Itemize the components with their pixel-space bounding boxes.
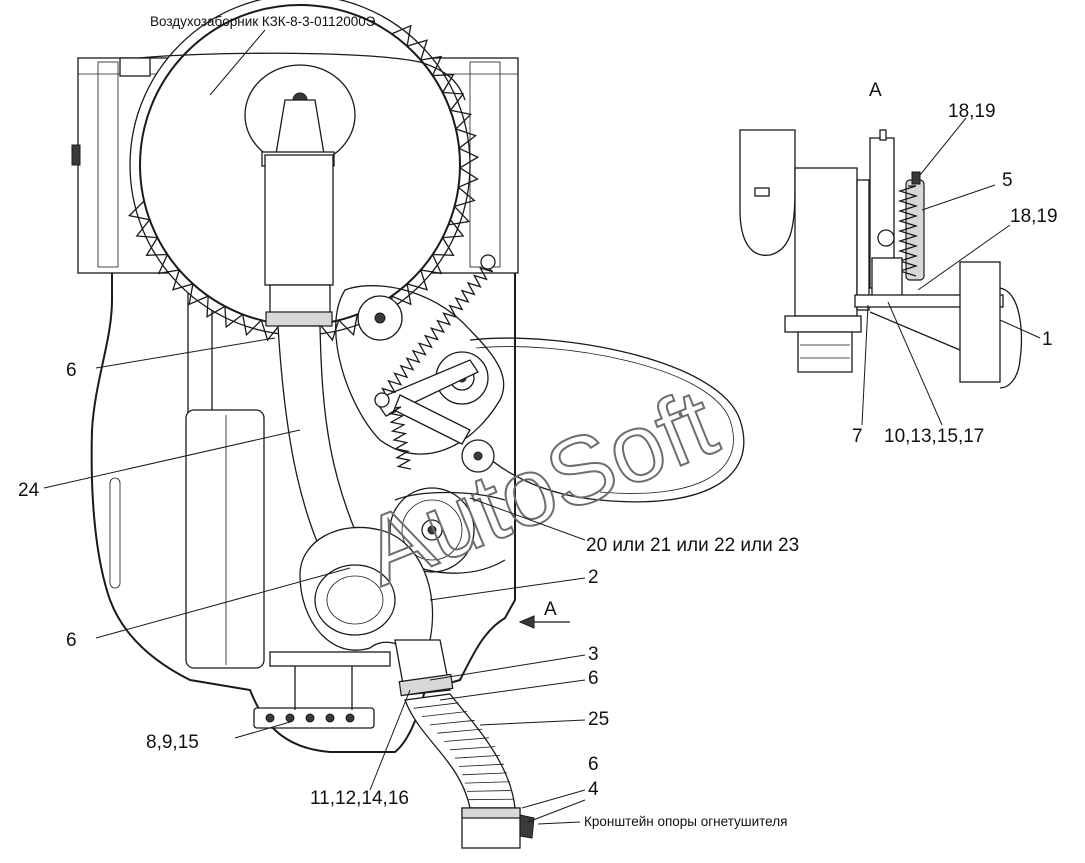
detail-pipe-bottom: [797, 331, 853, 373]
callout-6-upper: 6: [66, 360, 77, 381]
spring-coil-path: [897, 185, 919, 277]
hose-rib: [462, 772, 508, 776]
callout-25: 25: [588, 709, 609, 730]
spring-main: [381, 266, 494, 401]
hose-rib: [404, 693, 451, 701]
callout-1: 1: [1042, 329, 1053, 350]
callout-6-lower: 6: [588, 668, 599, 689]
mount-bracket: [269, 651, 391, 667]
detail-arm-top: [879, 129, 887, 141]
caption-extinguisher-bracket: Кронштейн опоры огнетушителя: [584, 814, 787, 829]
detail-spring-coils: [897, 185, 919, 277]
detail-pipe-clip: [754, 187, 770, 197]
hose-rib: [437, 728, 483, 734]
detail-bracket: [959, 261, 1001, 383]
callout-7: 7: [852, 426, 863, 447]
flexible-hose: [404, 693, 516, 809]
clamp-outlet: [398, 673, 454, 697]
callout-18-19-upper: 18,19: [948, 101, 996, 122]
title-air-intake: Воздухозаборник КЗК-8-3-0112000Э: [150, 14, 376, 29]
callout-10-13-15-17: 10,13,15,17: [884, 426, 984, 447]
callout-6-middle: 6: [66, 630, 77, 651]
detail-pivot: [877, 229, 895, 247]
callout-5: 5: [1002, 170, 1013, 191]
detail-brace: [869, 311, 961, 351]
mount-bolt: [305, 713, 315, 723]
detail-spring-hook: [911, 171, 921, 185]
detail-block: [871, 257, 903, 299]
mount-bolt: [285, 713, 295, 723]
callout-3: 3: [588, 644, 599, 665]
detail-housing: [794, 167, 858, 317]
detail-pipe-bottom-ribs: [800, 344, 850, 359]
callout-24: 24: [18, 480, 40, 501]
callout-20-21-22-23: 20 или 21 или 22 или 23: [586, 535, 799, 556]
detail-bracket-curve: [999, 287, 1023, 389]
mount-bolts: [265, 713, 355, 723]
side-panel: [185, 409, 265, 669]
hose-rib: [413, 702, 459, 709]
spring-coil-path: [387, 406, 412, 470]
callout-8-9-15: 8,9,15: [146, 732, 199, 753]
view-arrow-head: [518, 615, 535, 629]
pulley-lower-rim: [401, 499, 463, 561]
belt-long: [469, 337, 745, 503]
callout-2: 2: [588, 567, 599, 588]
hose-rib: [454, 755, 500, 759]
slot: [109, 477, 121, 589]
hose-rib: [468, 798, 514, 801]
pulley-lower-center: [427, 525, 437, 535]
callout-18-19-lower: 18,19: [1010, 206, 1058, 227]
mount-bolt: [325, 713, 335, 723]
hose-rib: [429, 719, 475, 726]
fan-inlet: [314, 564, 396, 636]
view-a-label: А: [869, 80, 882, 101]
extinguisher-bracket: [519, 814, 535, 839]
callout-11-12-14-16: 11,12,14,16: [310, 788, 409, 809]
radiator-bracket: [119, 57, 151, 77]
screen-cover-edge: [139, 52, 466, 101]
hose-rib: [464, 781, 510, 784]
housing-outline: [90, 260, 516, 753]
hose-rib: [458, 763, 505, 767]
radiator-handle: [71, 144, 81, 166]
detail-spring: [905, 179, 925, 281]
detail-flange: [856, 179, 870, 311]
spring-anchor-top: [480, 254, 496, 270]
clamp-bottom: [461, 807, 521, 819]
mount-bolt: [345, 713, 355, 723]
hose-rib: [449, 746, 495, 751]
duct-connector: [269, 284, 331, 316]
fan-inlet-inner: [326, 575, 384, 625]
radiator-side-left: [97, 61, 119, 268]
belt-long-inner: [475, 346, 734, 494]
clamp-upper: [265, 311, 333, 327]
callout-6-bottom: 6: [588, 754, 599, 775]
hose-rib: [421, 711, 468, 717]
hose-rib: [443, 737, 490, 742]
spring-coil-path: [381, 266, 494, 401]
spring-anchor-bottom: [374, 392, 390, 408]
view-arrow-label: А: [544, 599, 557, 620]
pulley-upper-center: [374, 312, 386, 324]
tension-arm-lower: [393, 394, 471, 445]
spring-lower: [387, 406, 412, 470]
hose-rib: [466, 790, 513, 792]
detail-clamp: [784, 315, 862, 333]
leader-lines: [43, 29, 1041, 825]
duct-box: [264, 154, 334, 286]
pulley-idler-center: [473, 451, 483, 461]
belt-loop: [335, 285, 505, 455]
callout-4: 4: [588, 779, 599, 800]
mount-bolt: [265, 713, 275, 723]
